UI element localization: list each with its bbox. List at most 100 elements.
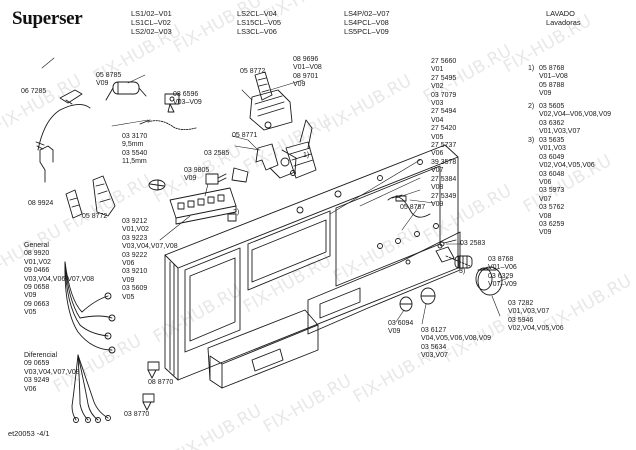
- part-number: 08 9920: [24, 250, 50, 258]
- part-number: V02,V04,V05,V06: [539, 162, 595, 170]
- model-list-1: LS1/02–V01 LS1CL–V02 LS2/02–V03: [131, 9, 172, 37]
- model: LS1/02–V01: [131, 9, 172, 18]
- part-number: 03 2583: [460, 240, 486, 247]
- part-number: 9,5mm: [122, 141, 144, 149]
- part-label: 03 2583: [460, 240, 485, 248]
- thermostat: [164, 93, 180, 113]
- model: LS5PCL–V09: [344, 27, 389, 37]
- control-panel: [164, 144, 459, 381]
- part-number: Diferencial: [24, 352, 58, 359]
- part-label: 03 2585: [204, 150, 229, 158]
- part-number: 03 8770: [124, 411, 150, 418]
- category-main: LAVADO: [546, 9, 575, 18]
- part-number: V03–V09: [173, 99, 202, 107]
- part-number: V03,V07: [421, 352, 448, 360]
- part-number: 03 5635: [539, 137, 565, 144]
- power-cord: [35, 104, 91, 183]
- part-number: V01–V06: [488, 264, 517, 272]
- part-number: 09 0466: [24, 267, 50, 275]
- part-number: V02,V04–V06,V08,V09: [539, 111, 612, 119]
- part-number: 03 2585: [204, 150, 230, 157]
- capacitor: [105, 81, 147, 101]
- marker-2: 2): [233, 209, 240, 216]
- part-label: 05 8772: [240, 68, 265, 76]
- marker-3: 3): [459, 268, 466, 275]
- heater-wire: [139, 119, 197, 131]
- model: LS15CL–V05: [237, 18, 281, 28]
- part-number: 03 6362: [539, 119, 565, 127]
- model: LS2CL–V04: [237, 9, 277, 18]
- part-number: 05 8768: [539, 65, 565, 72]
- model: LS4PCL–V08: [344, 18, 389, 28]
- part-number: 03 5762: [539, 204, 565, 212]
- part-number: 08 9696: [293, 56, 319, 63]
- part-number: General: [24, 242, 49, 249]
- page-reference: et20053 -4/1: [8, 429, 50, 438]
- display-panel: [307, 223, 461, 335]
- switch-module: [205, 167, 249, 185]
- part-number: 27 5737: [431, 142, 457, 150]
- part-number: 03 3170: [122, 133, 148, 140]
- cord-clamp: [59, 89, 83, 105]
- pressure-switch-bracket: [285, 119, 317, 179]
- part-number: 11,5mm: [122, 158, 147, 166]
- part-number: V01,V02: [24, 258, 51, 266]
- cable-clip: [92, 175, 116, 217]
- part-number: 03 9212: [122, 218, 148, 225]
- part-number: 05 8772: [82, 213, 108, 220]
- part-number: 03 6329: [488, 272, 514, 280]
- part-number: 05 8771: [232, 132, 258, 139]
- part-number: V01–V08: [293, 64, 322, 72]
- part-number: V09: [96, 80, 109, 88]
- part-number: 03 6048: [539, 170, 565, 178]
- part-number: 03 6049: [539, 153, 565, 161]
- part-number: 06 7285: [21, 88, 47, 95]
- part-number: V01,V03,V07: [508, 308, 550, 316]
- small-knob: [399, 287, 436, 312]
- part-number: 09 0659: [24, 360, 50, 368]
- brand-logo: Superser: [12, 8, 83, 29]
- model: LS3CL–V06: [237, 27, 277, 37]
- part-number: 27 5495: [431, 74, 457, 82]
- part-number: 03 5973: [539, 187, 565, 195]
- earth-cables: [64, 261, 116, 354]
- part-number: 27 5494: [431, 108, 457, 116]
- part-number: 03 7282: [508, 300, 534, 307]
- differential-cables: [71, 354, 111, 423]
- part-number: V06: [24, 385, 37, 393]
- part-number: V03: [431, 100, 444, 108]
- category-sub: Lavadoras: [546, 18, 581, 28]
- hose-clip: [148, 179, 166, 191]
- part-number: V03,V04,V06,V07,V08: [24, 275, 95, 283]
- part-number: V09: [184, 175, 197, 183]
- part-number: 03 9222: [122, 251, 148, 259]
- pressure-switch: [249, 89, 293, 131]
- part-label: 08 8770: [148, 379, 173, 387]
- program-selector: [255, 143, 297, 179]
- part-number: 03 9223: [122, 234, 148, 242]
- part-number: V06: [431, 150, 444, 158]
- part-number: V04: [431, 116, 444, 124]
- pin: [439, 239, 457, 247]
- part-number: V09: [539, 229, 552, 237]
- part-number: 03 5605: [539, 103, 565, 110]
- part-number: V03,V04,V07,V08: [122, 243, 178, 251]
- part-number: V05: [122, 293, 135, 301]
- part-label: 05 8771: [232, 132, 257, 140]
- leader-lines: [41, 57, 509, 325]
- connector: [65, 189, 83, 219]
- model-list-2: LS2CL–V04 LS15CL–V05 LS3CL–V06: [237, 9, 281, 37]
- part-number: 03 9805: [184, 167, 210, 174]
- part-number: 03 9210: [122, 268, 148, 276]
- part-number: V02,V04,V05,V06: [508, 325, 564, 333]
